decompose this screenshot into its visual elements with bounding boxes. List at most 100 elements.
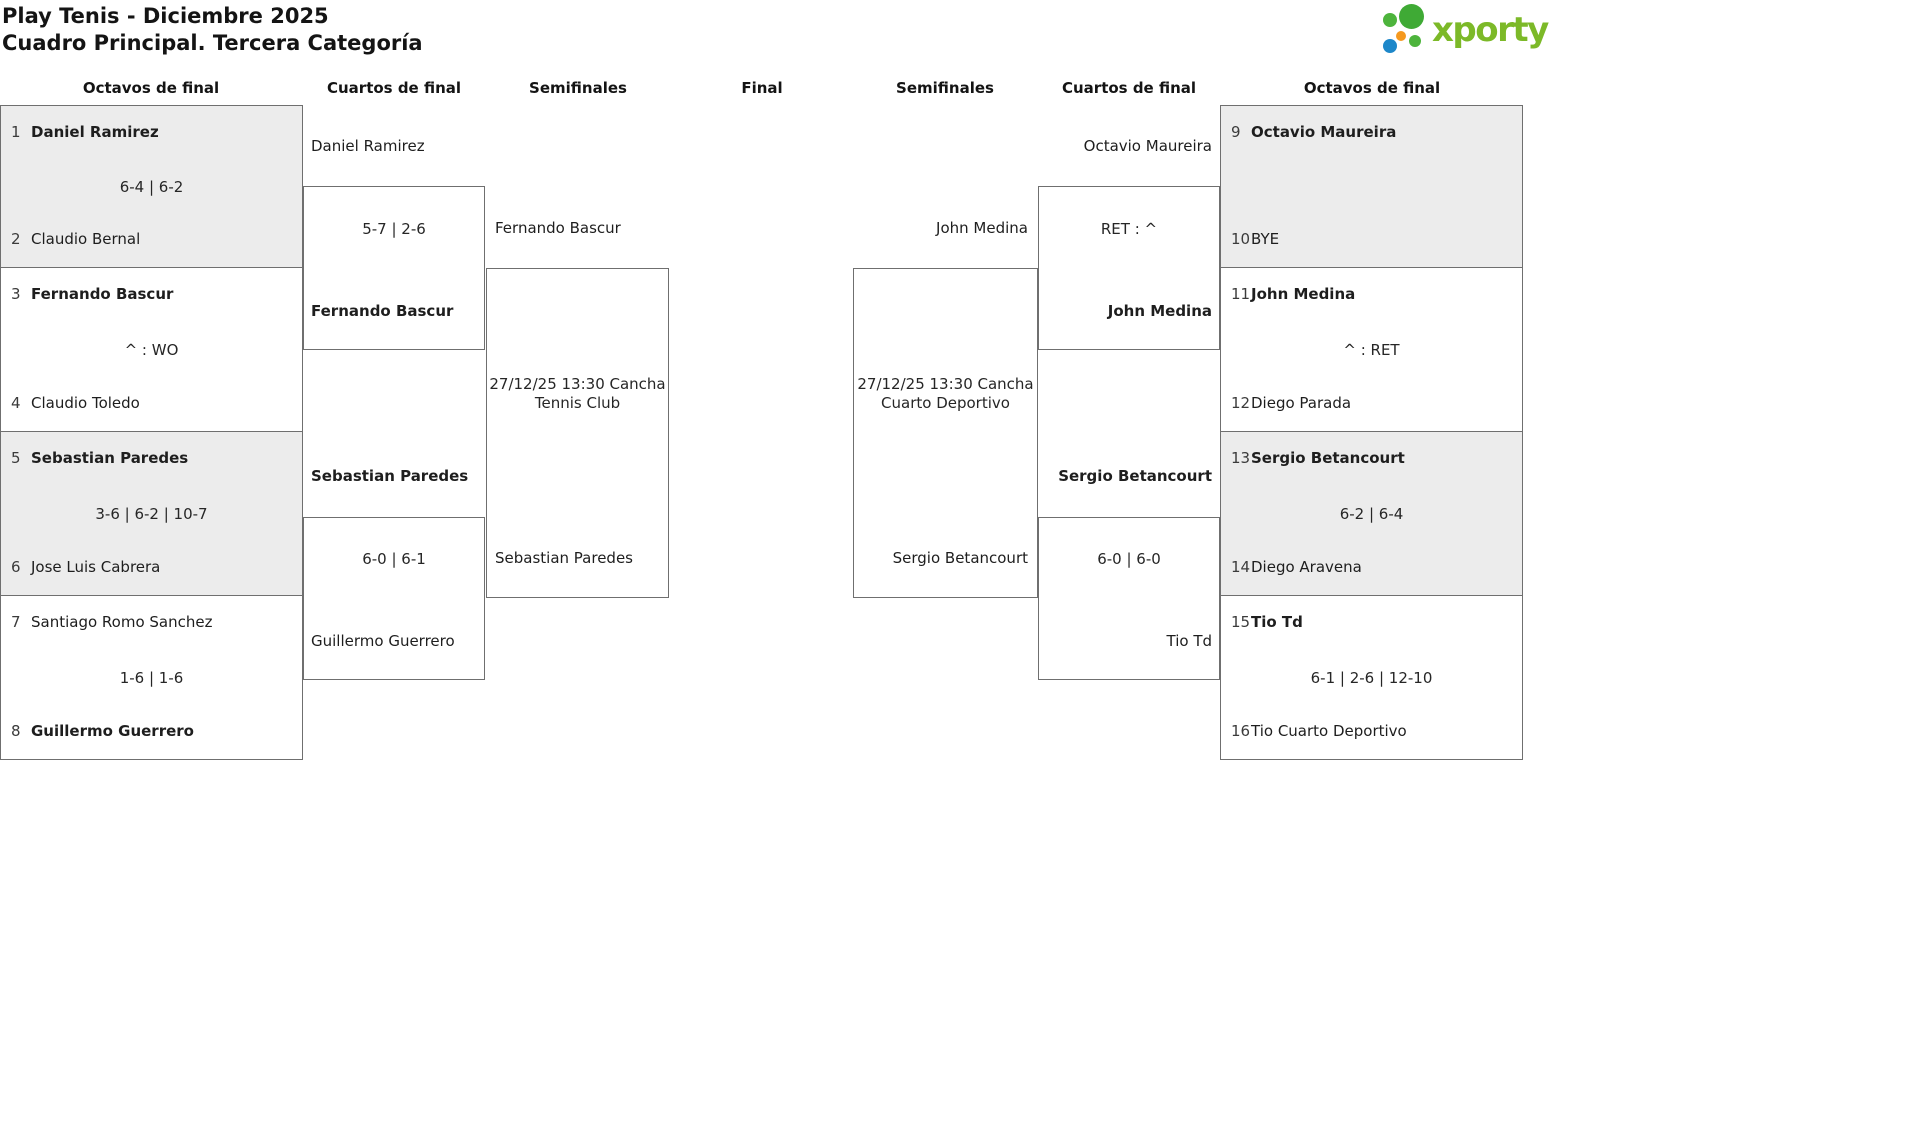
player-seed: 8 bbox=[11, 722, 21, 740]
advancing-player-label: John Medina bbox=[1107, 302, 1212, 320]
xporty-logo[interactable]: xporty bbox=[1383, 1, 1549, 59]
match-box-semis-left[interactable] bbox=[486, 268, 669, 598]
logo-dot-orange bbox=[1396, 31, 1406, 41]
round-header-left-cuartos: Cuartos de final bbox=[326, 79, 462, 97]
player-seed: 3 bbox=[11, 285, 21, 303]
player-name: Sebastian Paredes bbox=[31, 449, 189, 467]
round-header-right-cuartos: Cuartos de final bbox=[1061, 79, 1197, 97]
player-seed: 7 bbox=[11, 613, 21, 631]
player-name: Diego Parada bbox=[1251, 394, 1352, 412]
player-seed: 10 bbox=[1231, 230, 1251, 248]
round-header-right-semis: Semifinales bbox=[896, 79, 994, 97]
match-score: 6-0 | 6-0 bbox=[1097, 550, 1161, 568]
advancing-player-label: Sebastian Paredes bbox=[311, 467, 469, 485]
advancing-player-label: Octavio Maureira bbox=[1083, 137, 1212, 155]
player-slot: 10 BYE bbox=[1231, 230, 1514, 248]
advancing-player-label: Fernando Bascur bbox=[311, 302, 454, 320]
round-header-left-semis: Semifinales bbox=[529, 79, 627, 97]
player-slot: 1 Daniel Ramirez bbox=[11, 123, 294, 141]
match-box-octavos-11-12[interactable]: 11 John Medina ^ : RET 12 Diego Parada bbox=[1220, 267, 1523, 432]
player-name: Octavio Maureira bbox=[1251, 123, 1397, 141]
match-box-octavos-3-4[interactable]: 3 Fernando Bascur ^ : WO 4 Claudio Toled… bbox=[0, 267, 303, 432]
player-slot: 7 Santiago Romo Sanchez bbox=[11, 613, 294, 631]
page-subtitle: Cuadro Principal. Tercera Categoría bbox=[2, 31, 423, 55]
player-slot: 12 Diego Parada bbox=[1231, 394, 1514, 412]
player-name: Diego Aravena bbox=[1251, 558, 1362, 576]
xporty-logo-dots-icon bbox=[1383, 4, 1425, 56]
player-seed: 11 bbox=[1231, 285, 1251, 303]
match-info: 27/12/25 13:30 Cancha Cuarto Deportivo bbox=[853, 375, 1038, 413]
player-name: Fernando Bascur bbox=[31, 285, 174, 303]
player-slot: 6 Jose Luis Cabrera bbox=[11, 558, 294, 576]
logo-wordmark: xporty bbox=[1432, 10, 1549, 50]
player-slot: 13 Sergio Betancourt bbox=[1231, 449, 1514, 467]
player-seed: 13 bbox=[1231, 449, 1251, 467]
match-box-cuartos-left-bottom[interactable] bbox=[303, 517, 485, 680]
match-score: ^ : RET bbox=[1343, 340, 1400, 359]
player-name: Daniel Ramirez bbox=[31, 123, 159, 141]
player-seed: 1 bbox=[11, 123, 21, 141]
match-score: RET : ^ bbox=[1100, 220, 1158, 238]
match-score: 6-2 | 6-4 bbox=[1339, 504, 1404, 523]
player-slot: 15 Tio Td bbox=[1231, 613, 1514, 631]
player-seed: 2 bbox=[11, 230, 21, 248]
round-header-left-octavos: Octavos de final bbox=[82, 79, 220, 97]
match-box-octavos-1-2[interactable]: 1 Daniel Ramirez 6-4 | 6-2 2 Claudio Ber… bbox=[0, 105, 303, 268]
match-box-octavos-9-10[interactable]: 9 Octavio Maureira 10 BYE bbox=[1220, 105, 1523, 268]
match-info-venue: Tennis Club bbox=[534, 394, 621, 412]
player-name: Sergio Betancourt bbox=[1251, 449, 1405, 467]
player-seed: 12 bbox=[1231, 394, 1251, 412]
match-score: 3-6 | 6-2 | 10-7 bbox=[95, 504, 208, 523]
player-seed: 16 bbox=[1231, 722, 1251, 740]
match-box-octavos-7-8[interactable]: 7 Santiago Romo Sanchez 1-6 | 1-6 8 Guil… bbox=[0, 595, 303, 760]
advancing-player-label: Sergio Betancourt bbox=[1058, 467, 1212, 485]
player-name: Claudio Toledo bbox=[31, 394, 140, 412]
advancing-player-label: John Medina bbox=[936, 219, 1028, 237]
advancing-player-label: Sebastian Paredes bbox=[495, 549, 633, 567]
player-seed: 14 bbox=[1231, 558, 1251, 576]
player-slot: 5 Sebastian Paredes bbox=[11, 449, 294, 467]
match-score: 6-1 | 2-6 | 12-10 bbox=[1310, 668, 1433, 687]
match-box-octavos-15-16[interactable]: 15 Tio Td 6-1 | 2-6 | 12-10 16 Tio Cuart… bbox=[1220, 595, 1523, 760]
match-box-cuartos-left-top[interactable] bbox=[303, 186, 485, 350]
player-slot: 14 Diego Aravena bbox=[1231, 558, 1514, 576]
player-slot: 11 John Medina bbox=[1231, 285, 1514, 303]
match-info-venue: Cuarto Deportivo bbox=[881, 394, 1010, 412]
logo-dot-green-large bbox=[1399, 4, 1424, 29]
player-slot: 16 Tio Cuarto Deportivo bbox=[1231, 722, 1514, 740]
player-slot: 8 Guillermo Guerrero bbox=[11, 722, 294, 740]
player-name: BYE bbox=[1251, 230, 1280, 248]
match-info: 27/12/25 13:30 Cancha Tennis Club bbox=[486, 375, 669, 413]
match-box-semis-right[interactable] bbox=[853, 268, 1038, 598]
page-title: Play Tenis - Diciembre 2025 bbox=[2, 4, 329, 28]
match-box-octavos-13-14[interactable]: 13 Sergio Betancourt 6-2 | 6-4 14 Diego … bbox=[1220, 431, 1523, 596]
match-info-datetime: 27/12/25 13:30 Cancha bbox=[489, 375, 666, 393]
player-seed: 6 bbox=[11, 558, 21, 576]
advancing-player-label: Fernando Bascur bbox=[495, 219, 621, 237]
match-score: 6-4 | 6-2 bbox=[119, 177, 184, 196]
logo-dot-green-small bbox=[1409, 35, 1421, 47]
player-seed: 5 bbox=[11, 449, 21, 467]
match-info-datetime: 27/12/25 13:30 Cancha bbox=[857, 375, 1034, 393]
player-seed: 15 bbox=[1231, 613, 1251, 631]
match-box-cuartos-right-bottom[interactable] bbox=[1038, 517, 1220, 680]
match-score: 6-0 | 6-1 bbox=[362, 550, 426, 568]
logo-dot-blue bbox=[1383, 39, 1397, 53]
player-slot: 3 Fernando Bascur bbox=[11, 285, 294, 303]
advancing-player-label: Sergio Betancourt bbox=[892, 549, 1028, 567]
player-slot: 9 Octavio Maureira bbox=[1231, 123, 1514, 141]
match-box-octavos-5-6[interactable]: 5 Sebastian Paredes 3-6 | 6-2 | 10-7 6 J… bbox=[0, 431, 303, 596]
player-seed: 9 bbox=[1231, 123, 1241, 141]
player-slot: 2 Claudio Bernal bbox=[11, 230, 294, 248]
match-score: 1-6 | 1-6 bbox=[119, 668, 184, 687]
advancing-player-label: Daniel Ramirez bbox=[311, 137, 425, 155]
player-name: John Medina bbox=[1251, 285, 1356, 303]
match-box-cuartos-right-top[interactable] bbox=[1038, 186, 1220, 350]
player-name: Jose Luis Cabrera bbox=[31, 558, 161, 576]
match-score: 5-7 | 2-6 bbox=[362, 220, 426, 238]
match-score: ^ : WO bbox=[124, 340, 179, 359]
player-slot: 4 Claudio Toledo bbox=[11, 394, 294, 412]
player-name: Tio Td bbox=[1251, 613, 1303, 631]
advancing-player-label: Tio Td bbox=[1166, 632, 1213, 650]
